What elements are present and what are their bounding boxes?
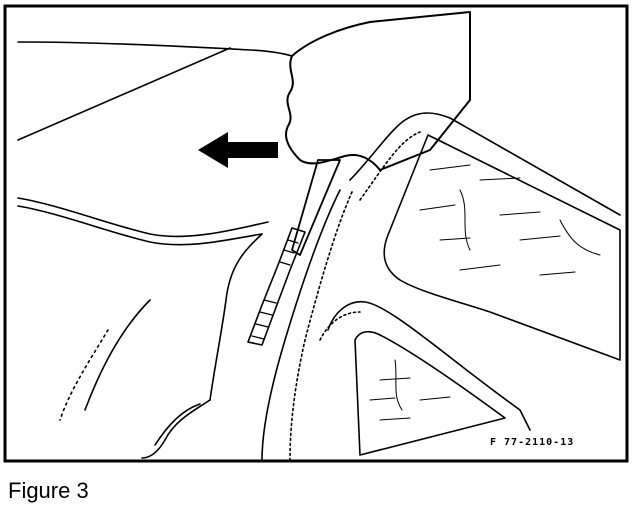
lower-window-frame — [327, 301, 531, 431]
window-frame-outer — [349, 112, 621, 216]
body-trim-lower — [17, 205, 263, 246]
panel-edge-line — [17, 47, 231, 141]
lower-window-dotted — [319, 311, 361, 341]
lower-window-inner — [354, 330, 506, 456]
fender-curve — [209, 233, 263, 401]
window-frame-inner — [383, 134, 621, 361]
roof-line — [17, 41, 293, 57]
lower-body-curve-2 — [154, 403, 201, 446]
technical-illustration — [3, 4, 629, 463]
glass-texture — [369, 164, 601, 421]
lower-body-curve — [141, 399, 211, 459]
inner-curve — [84, 299, 151, 411]
seal-strip — [247, 227, 306, 346]
pry-tool-icon — [291, 159, 341, 256]
figure-caption: Figure 3 — [8, 478, 89, 503]
seal-strip-ribs — [251, 239, 299, 340]
direction-arrow-left-icon — [198, 132, 278, 168]
hand-icon — [284, 11, 471, 171]
pillar-edge-2 — [289, 191, 353, 461]
window-frame-dotted — [359, 131, 421, 201]
inner-curve-2 — [59, 329, 109, 421]
body-trim-upper — [17, 197, 269, 238]
figure-code: F 77-2110-13 — [490, 437, 575, 448]
illustration-frame — [3, 4, 629, 463]
pillar-edge — [261, 189, 341, 461]
